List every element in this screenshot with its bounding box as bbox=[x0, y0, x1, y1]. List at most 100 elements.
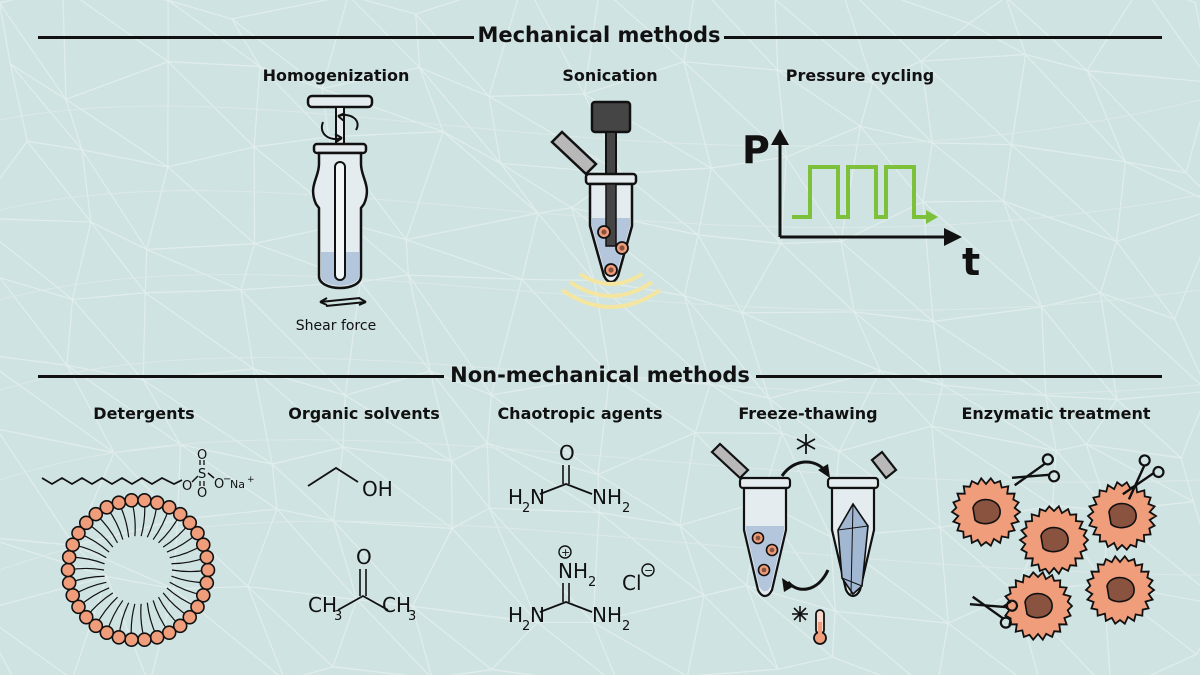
cell-nucleus bbox=[1106, 576, 1135, 603]
cell-nucleus bbox=[1108, 502, 1137, 529]
micelle-head bbox=[88, 506, 104, 522]
sds-sodium: Na bbox=[230, 478, 245, 491]
micelle-head bbox=[124, 492, 139, 508]
micelle-head bbox=[199, 549, 215, 565]
acetone-methyl: CH bbox=[308, 593, 337, 617]
freeze-arrow-icon bbox=[780, 460, 828, 477]
thaw-arrow-icon bbox=[786, 569, 830, 591]
non-mechanical-heading: Non-mechanical methods bbox=[450, 363, 750, 387]
detergents-label: Detergents bbox=[93, 404, 195, 423]
pressure-cycling-label: Pressure cycling bbox=[785, 66, 935, 85]
micelle-head bbox=[182, 609, 198, 625]
ethanol-hydroxyl: OH bbox=[362, 477, 393, 501]
micelle-head bbox=[195, 537, 211, 553]
pressure-cycling-plot: P t bbox=[742, 128, 980, 284]
organic-solvents-illustration: OH O CH 3 CH 3 bbox=[307, 466, 416, 624]
subscript: 2 bbox=[622, 619, 630, 634]
micelle-head bbox=[161, 500, 177, 515]
snowflake-icon bbox=[796, 434, 816, 454]
sound-wave bbox=[578, 272, 644, 286]
micelle-head bbox=[199, 575, 215, 591]
charge-plus: + bbox=[561, 546, 570, 559]
sonicator-probe-head bbox=[590, 100, 632, 134]
guanidinium-nitrogen: N bbox=[530, 603, 545, 627]
sds-charge: − bbox=[223, 474, 231, 485]
urea-oxygen: O bbox=[559, 441, 575, 465]
cell-nucleus bbox=[1040, 526, 1069, 553]
micelle-head bbox=[200, 562, 216, 578]
freeze-thawing-label: Freeze-thawing bbox=[738, 404, 878, 423]
micelle-head bbox=[99, 625, 115, 640]
enzymatic-treatment-illustration bbox=[950, 453, 1165, 642]
x-axis-label: t bbox=[962, 240, 980, 284]
sds-oxygen: O bbox=[214, 477, 224, 492]
chloride-ion: Cl bbox=[622, 571, 642, 595]
tube-lid bbox=[550, 130, 598, 176]
chaotropic-agents-label: Chaotropic agents bbox=[497, 404, 663, 423]
sds-tail bbox=[41, 476, 183, 486]
micelle-head bbox=[182, 515, 198, 531]
mechanical-rule-left bbox=[38, 36, 474, 39]
negative-charge-icon bbox=[641, 563, 655, 577]
micelle-head bbox=[190, 599, 205, 615]
sound-wave bbox=[560, 288, 662, 309]
detergent-illustration: O S O O O − Na + bbox=[41, 448, 255, 648]
micelle-head bbox=[137, 492, 152, 508]
micelle-head bbox=[71, 525, 86, 541]
sds-sulfur: S bbox=[198, 467, 206, 482]
scissors-icon bbox=[969, 595, 1019, 629]
rotation-arrow-icon bbox=[320, 121, 343, 140]
freeze-thawing-illustration bbox=[710, 434, 898, 645]
subscript: 2 bbox=[522, 619, 530, 634]
organic-solvents-label: Organic solvents bbox=[288, 404, 440, 423]
subscript: 2 bbox=[588, 575, 596, 590]
pressure-signal-line bbox=[792, 165, 928, 219]
charge-minus: − bbox=[644, 564, 653, 577]
micelle-head bbox=[172, 506, 188, 522]
subscript: 3 bbox=[408, 609, 416, 624]
chaotropic-agents-illustration: O H 2 N NH 2 + NH 2 H 2 N NH 2 Cl − bbox=[508, 441, 655, 634]
micelle-head bbox=[65, 537, 81, 553]
micelle bbox=[60, 492, 216, 648]
ethanol-skeleton bbox=[307, 466, 359, 487]
micelle-head bbox=[124, 632, 139, 648]
sound-wave bbox=[568, 280, 654, 298]
sds-oxygen: O bbox=[197, 448, 207, 463]
cell-nucleus bbox=[1024, 592, 1053, 619]
guanidinium-h2n: H bbox=[508, 603, 523, 627]
homogenizer-illustration bbox=[306, 94, 374, 307]
micelle-head bbox=[71, 599, 86, 615]
sodium-charge: + bbox=[247, 475, 255, 485]
enzymatic-treatment-label: Enzymatic treatment bbox=[961, 404, 1151, 423]
micelle-head bbox=[61, 575, 77, 591]
guanidinium-nh2: NH bbox=[558, 559, 588, 583]
guanidinium-nh2: NH bbox=[592, 603, 622, 627]
mechanical-heading: Mechanical methods bbox=[477, 23, 721, 47]
homogenization-label: Homogenization bbox=[262, 66, 410, 85]
urea-h2n: H bbox=[508, 485, 523, 509]
subscript: 3 bbox=[334, 609, 342, 624]
subscript: 2 bbox=[522, 501, 530, 516]
micelle-head bbox=[65, 587, 81, 603]
micelle-head bbox=[78, 609, 94, 625]
micelle-head bbox=[172, 618, 188, 634]
scissors-icon bbox=[1122, 454, 1165, 500]
non-mechanical-rule-left bbox=[38, 375, 444, 378]
heat-icon bbox=[792, 606, 808, 622]
micelle-head bbox=[60, 562, 76, 578]
scissors-icon bbox=[1011, 453, 1061, 487]
shear-force-caption: Shear force bbox=[295, 318, 377, 334]
micelle-head bbox=[88, 618, 104, 634]
mechanical-rule-right bbox=[724, 36, 1162, 39]
positive-charge-icon bbox=[558, 545, 572, 559]
micelle-head bbox=[149, 630, 165, 645]
sonication-label: Sonication bbox=[562, 66, 658, 85]
thermometer-icon bbox=[813, 609, 827, 645]
subscript: 2 bbox=[622, 501, 630, 516]
non-mechanical-rule-right bbox=[756, 375, 1162, 378]
micelle-head bbox=[161, 625, 177, 640]
micelle-head bbox=[190, 525, 205, 541]
micelle-head bbox=[78, 515, 94, 531]
sds-oxygen: O bbox=[197, 486, 207, 501]
